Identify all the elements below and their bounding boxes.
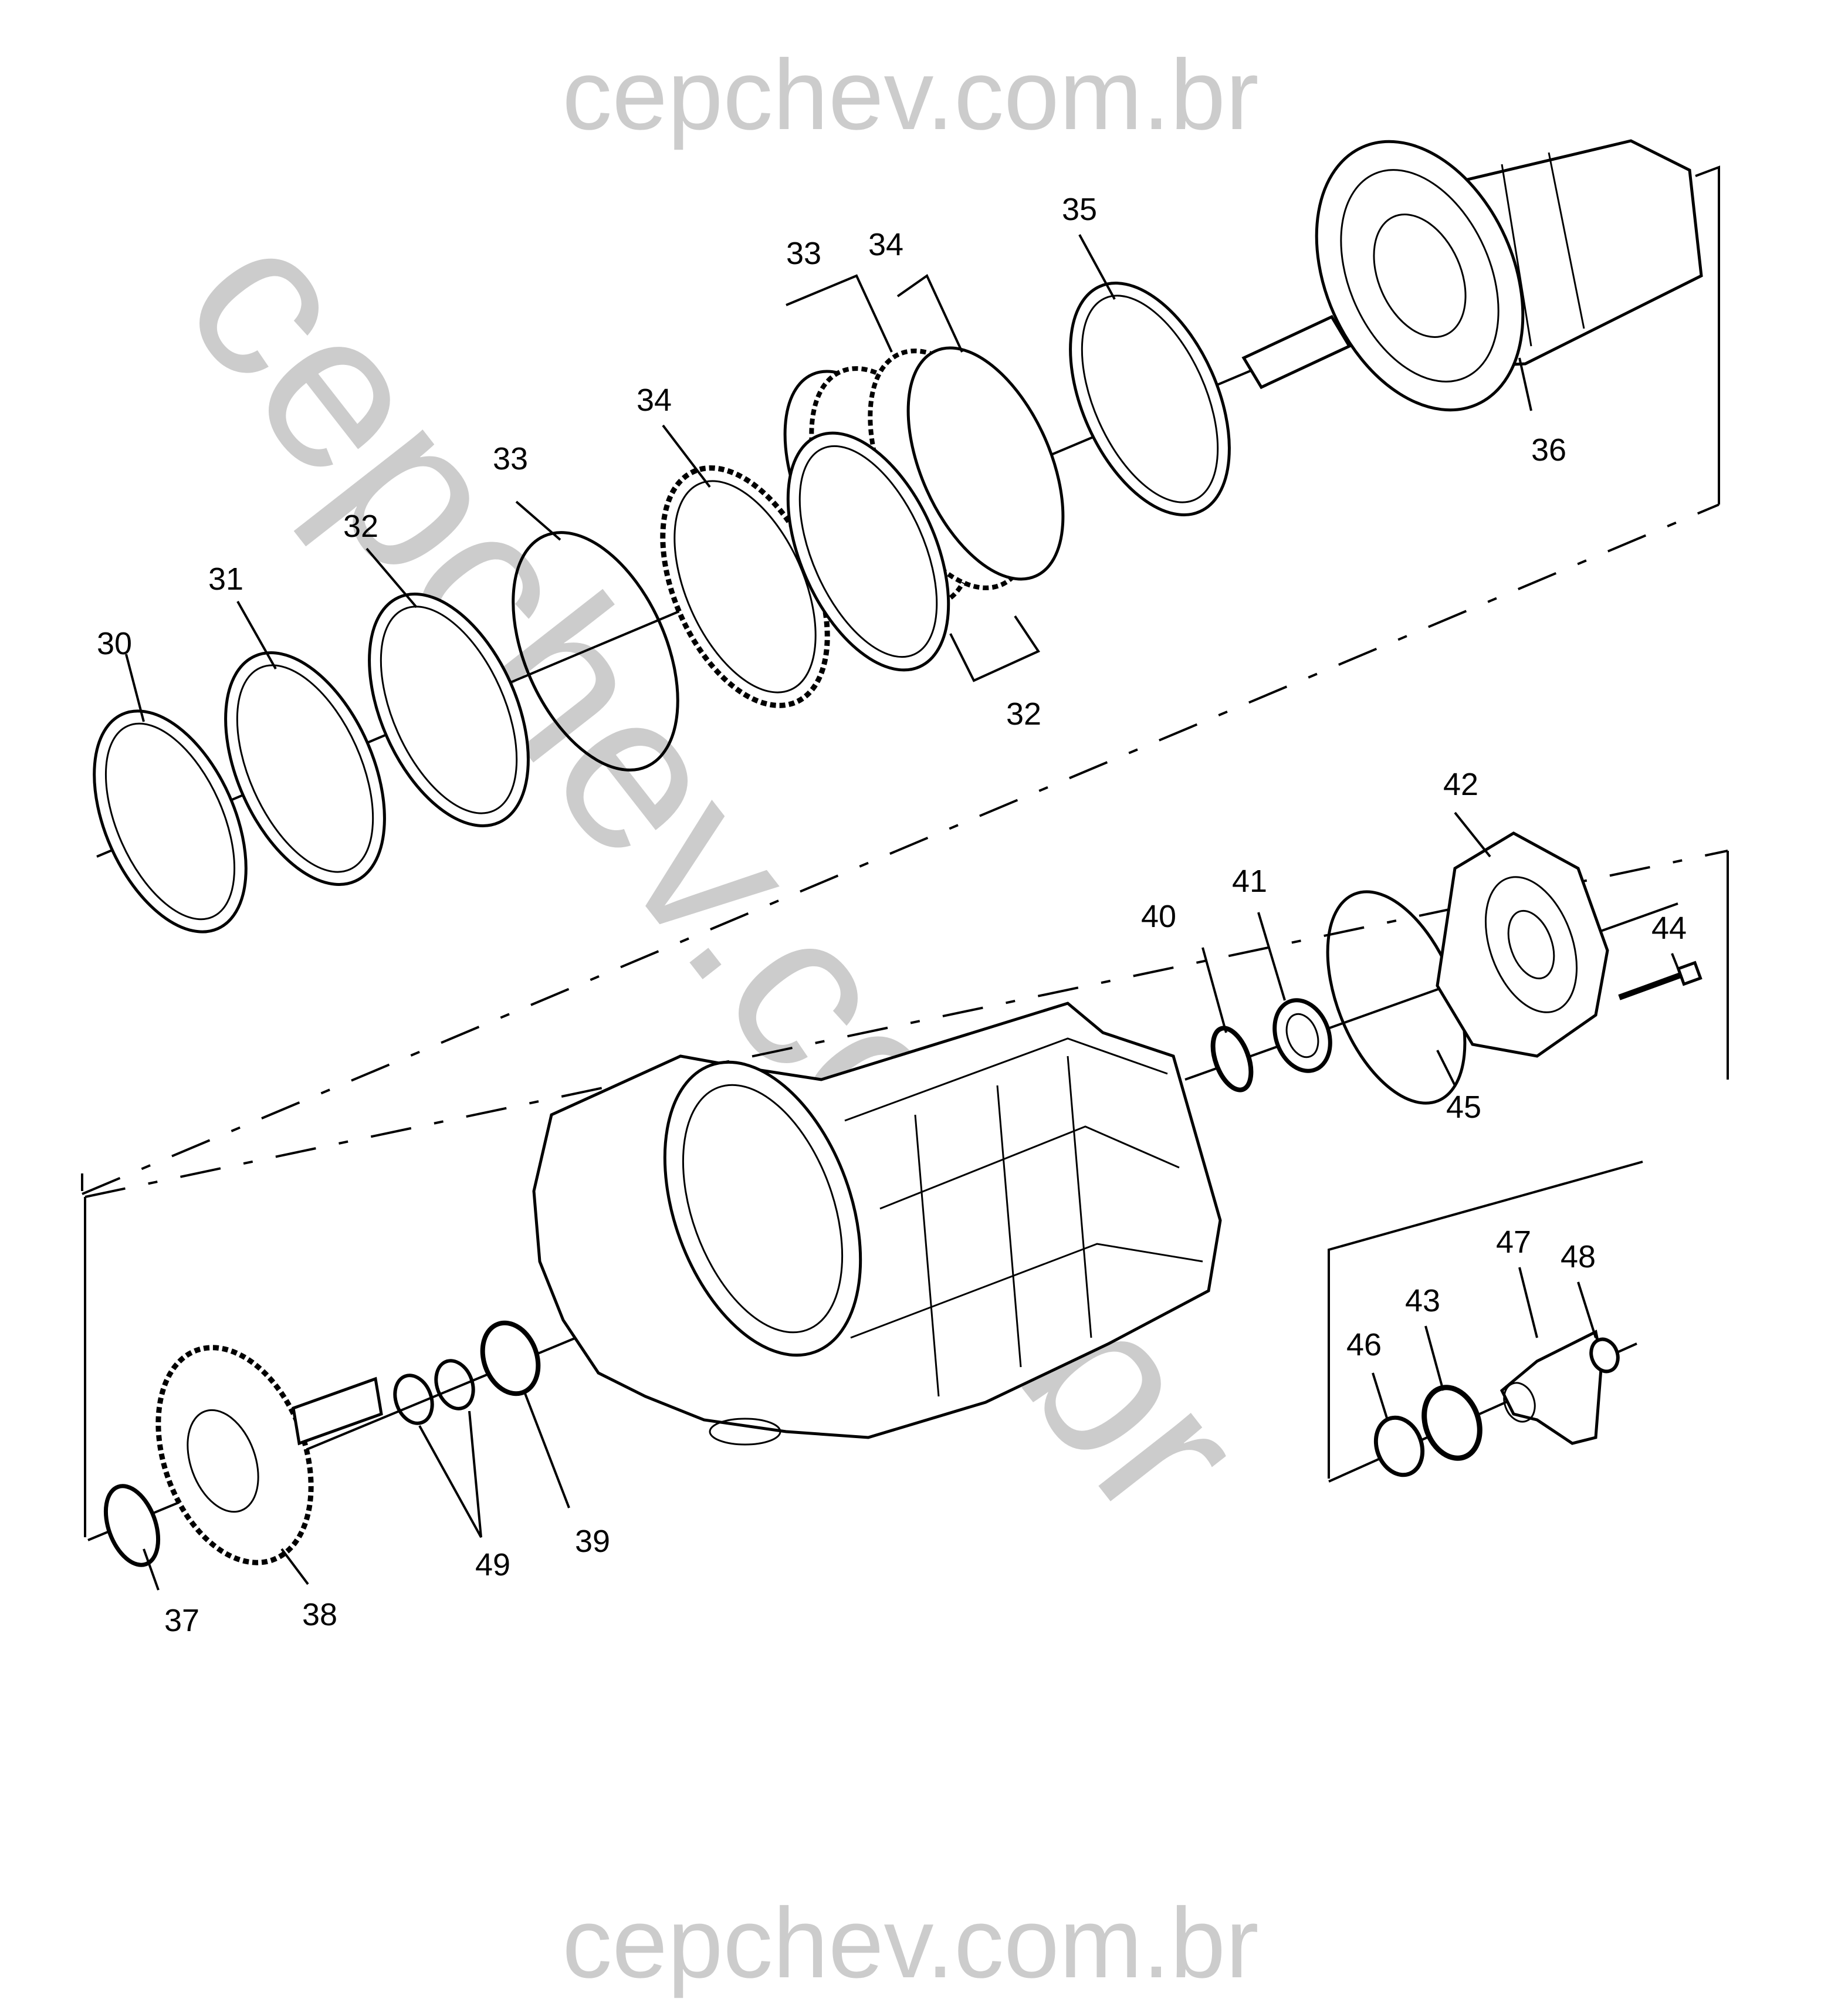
callout-35: 35	[1062, 192, 1097, 227]
part-35-pressure-plate	[1069, 282, 1231, 516]
callout-30: 30	[97, 626, 132, 661]
lower-axis-b	[1184, 902, 1678, 1081]
part-32-clutch-plate	[368, 593, 530, 827]
callout-43: 43	[1405, 1283, 1440, 1318]
callout-34b: 34	[868, 227, 903, 262]
leader-38	[280, 1548, 309, 1585]
lower-group: 42 41 40 44 45 47 48 43 46 37 38 49 39	[84, 767, 1729, 1638]
part-stack-32-33-34	[783, 346, 1065, 672]
callout-33a: 33	[493, 441, 528, 476]
watermark-bottom: cepchev.com.br	[562, 1888, 1258, 1999]
leader-44	[1671, 953, 1679, 969]
leader-32b	[949, 615, 1040, 682]
leader-46	[1372, 1372, 1389, 1420]
callout-32a: 32	[343, 509, 378, 544]
part-36-clutch-drum	[1241, 139, 1703, 412]
callout-32b: 32	[1006, 696, 1041, 732]
leader-33b	[786, 274, 893, 353]
part-49-rings	[393, 1359, 475, 1425]
upper-bracket-right	[1695, 165, 1720, 505]
leader-43	[1424, 1325, 1444, 1391]
part-31-clutch-plate	[224, 651, 386, 886]
callout-38: 38	[302, 1597, 337, 1632]
leader-39	[524, 1393, 570, 1508]
leader-36	[1518, 357, 1532, 411]
callout-33b: 33	[786, 236, 821, 271]
leader-30	[125, 654, 145, 722]
part-30-clutch-plate	[93, 709, 248, 933]
part-47-yoke-flange	[1500, 1330, 1603, 1445]
callout-49: 49	[475, 1547, 510, 1582]
part-33-ring	[512, 531, 679, 772]
leader-32a	[365, 547, 418, 608]
leader-49	[418, 1410, 482, 1538]
callout-45: 45	[1446, 1090, 1481, 1125]
leader-34a	[662, 424, 711, 488]
watermark-top: cepchev.com.br	[562, 39, 1258, 151]
leader-40	[1201, 947, 1227, 1033]
part-41-bearing	[1272, 998, 1332, 1073]
callout-47: 47	[1496, 1225, 1531, 1260]
leader-47	[1518, 1267, 1538, 1338]
callout-37: 37	[164, 1603, 199, 1638]
part-40-seal	[1210, 1026, 1254, 1092]
part-37-snap-ring	[103, 1484, 161, 1567]
leader-31	[236, 601, 277, 669]
leader-48	[1577, 1281, 1597, 1338]
callout-48: 48	[1561, 1239, 1596, 1274]
part-39-washer	[480, 1320, 541, 1396]
callout-40: 40	[1141, 899, 1176, 934]
callout-31: 31	[208, 561, 243, 597]
leader-37	[143, 1548, 160, 1591]
part-42-extension-housing	[1436, 831, 1609, 1058]
callout-36: 36	[1531, 432, 1566, 468]
upper-group: 30 31 32 33 34 33 34 35 36 32	[81, 139, 1720, 1195]
leader-41	[1257, 912, 1286, 1001]
leader-42	[1454, 811, 1491, 858]
part-48-nut	[1589, 1337, 1620, 1374]
part-44-bolt	[1618, 960, 1702, 1000]
sub-bracket	[1328, 1161, 1643, 1479]
leader-35	[1078, 234, 1116, 300]
leader-45	[1436, 1050, 1456, 1086]
callout-44: 44	[1651, 911, 1687, 946]
part-38-gear	[155, 1345, 383, 1565]
leader-34b	[896, 273, 963, 353]
callout-41: 41	[1232, 864, 1267, 899]
callout-46: 46	[1346, 1327, 1382, 1362]
leader-33a	[515, 500, 561, 541]
callout-42: 42	[1443, 767, 1478, 802]
part-transmission-case	[532, 1002, 1222, 1446]
part-43-seal	[1421, 1385, 1482, 1461]
upper-bracket-lower	[82, 503, 1720, 1195]
part-46-bearing	[1373, 1415, 1425, 1477]
callout-34a: 34	[637, 383, 672, 418]
callout-39: 39	[575, 1524, 610, 1559]
